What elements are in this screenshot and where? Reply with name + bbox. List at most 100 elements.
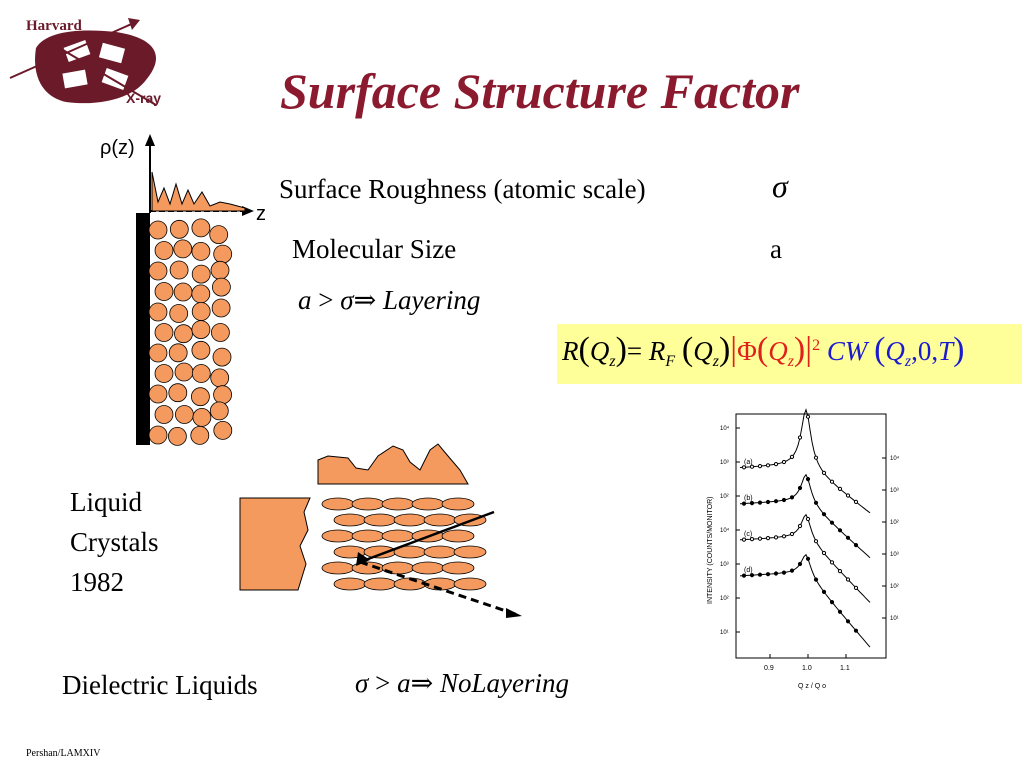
reflectivity-curve xyxy=(739,513,871,603)
x-tick-label: 1.0 xyxy=(802,665,812,672)
molecule-sphere xyxy=(213,385,232,405)
x-tick-label: 1.1 xyxy=(840,665,850,672)
right-tick-label: 10⁴ xyxy=(890,455,900,462)
molecule-sphere xyxy=(191,242,211,261)
molecule-sphere xyxy=(209,225,229,244)
molecule-sphere xyxy=(175,405,194,424)
curve-label: (b) xyxy=(744,495,753,502)
data-point xyxy=(781,534,787,539)
substrate-wall xyxy=(136,213,150,445)
lc-molecule xyxy=(453,577,487,591)
molecule-sphere xyxy=(169,260,189,280)
molecule-sphere xyxy=(210,260,230,280)
data-point xyxy=(757,572,763,577)
molecule-sphere xyxy=(154,241,174,260)
data-point xyxy=(773,462,779,467)
data-point xyxy=(845,577,851,582)
lc-molecule xyxy=(441,561,475,575)
intensity-plot: INTENSITY (COUNTS/MONITOR) 10⁴10³10²10⁴1… xyxy=(707,408,900,690)
data-point xyxy=(813,500,819,505)
reflectivity-curve xyxy=(739,408,871,514)
data-point xyxy=(853,499,859,505)
lc-molecule xyxy=(441,529,475,543)
lc-molecule xyxy=(351,529,385,543)
data-point xyxy=(821,512,827,517)
page-title: Surface Structure Factor xyxy=(280,63,800,119)
data-point xyxy=(813,455,819,460)
data-point xyxy=(749,537,755,542)
data-point xyxy=(789,568,795,573)
curve-label: (c) xyxy=(744,531,752,538)
data-point xyxy=(781,459,787,465)
lc-molecule xyxy=(381,497,415,511)
lc-molecule xyxy=(411,561,445,575)
data-point xyxy=(757,536,763,541)
data-point xyxy=(845,493,851,498)
lc-substrate xyxy=(239,497,311,591)
molecule-sphere xyxy=(213,420,233,440)
data-point xyxy=(805,477,811,482)
molecular-size-label: Molecular Size xyxy=(292,234,457,264)
data-point xyxy=(797,485,803,491)
lc-molecule xyxy=(333,513,367,527)
molecule-sphere xyxy=(148,343,168,363)
data-point xyxy=(853,585,859,590)
left-tick-label: 10⁴ xyxy=(720,527,730,534)
data-point xyxy=(765,499,771,505)
harvard-xray-logo: Harvard X-ray xyxy=(9,18,161,106)
x-tick-label: 0.9 xyxy=(764,665,774,672)
molecule-sphere xyxy=(191,284,211,304)
molecule-sphere xyxy=(212,277,231,297)
molecule-sphere xyxy=(148,384,168,404)
data-point xyxy=(829,479,835,484)
data-point xyxy=(805,556,811,561)
left-tick-label: 10⁴ xyxy=(720,425,730,432)
data-point xyxy=(805,414,811,419)
data-point xyxy=(821,589,827,594)
formula-highlight xyxy=(557,324,1022,384)
logo-top-text: Harvard xyxy=(26,18,82,34)
lc-molecule xyxy=(351,497,385,511)
data-point xyxy=(837,486,843,492)
molecule-sphere xyxy=(148,220,168,240)
lc-molecule xyxy=(321,529,355,543)
data-point xyxy=(821,550,827,556)
lc-molecule xyxy=(441,497,475,511)
molecule-sphere xyxy=(168,383,188,403)
data-point xyxy=(789,531,795,537)
molecule-sphere xyxy=(154,323,174,342)
right-tick-label: 10¹ xyxy=(890,616,899,622)
molecule-sphere xyxy=(209,401,229,421)
lc-molecule xyxy=(321,497,355,511)
density-profile xyxy=(151,171,246,212)
plot-x-axis-label: Q z / Q o xyxy=(798,683,826,690)
data-point xyxy=(773,535,779,540)
no-layering-condition: σ > a⇒ NoLayering xyxy=(355,668,569,698)
molecule-sphere xyxy=(211,323,230,342)
molecule-sphere xyxy=(191,264,211,284)
data-point xyxy=(837,609,843,614)
molecule-sphere xyxy=(154,282,174,301)
molecule-sphere xyxy=(169,304,189,323)
curve-label: (d) xyxy=(744,567,753,574)
left-tick-label: 10² xyxy=(720,596,729,602)
data-point xyxy=(845,619,851,624)
left-tick-label: 10¹ xyxy=(720,630,729,636)
lc-molecule xyxy=(453,545,487,559)
data-point xyxy=(781,570,787,575)
molecule-sphere xyxy=(154,405,174,424)
molecule-sphere xyxy=(191,320,211,340)
lc-molecule xyxy=(363,545,397,559)
right-tick-label: 10² xyxy=(890,520,899,526)
lc-molecule xyxy=(423,513,457,527)
molecule-sphere xyxy=(154,364,174,383)
molecule-sphere xyxy=(168,426,187,446)
left-tick-label: 10³ xyxy=(720,460,729,466)
data-point xyxy=(741,537,747,542)
lc-molecule xyxy=(393,513,427,527)
dielectric-liquids-label: Dielectric Liquids xyxy=(62,670,258,700)
molecule-sphere xyxy=(168,343,188,363)
molecule-sphere xyxy=(148,425,168,445)
right-tick-label: 10³ xyxy=(890,488,899,494)
molecule-sphere xyxy=(191,387,210,407)
